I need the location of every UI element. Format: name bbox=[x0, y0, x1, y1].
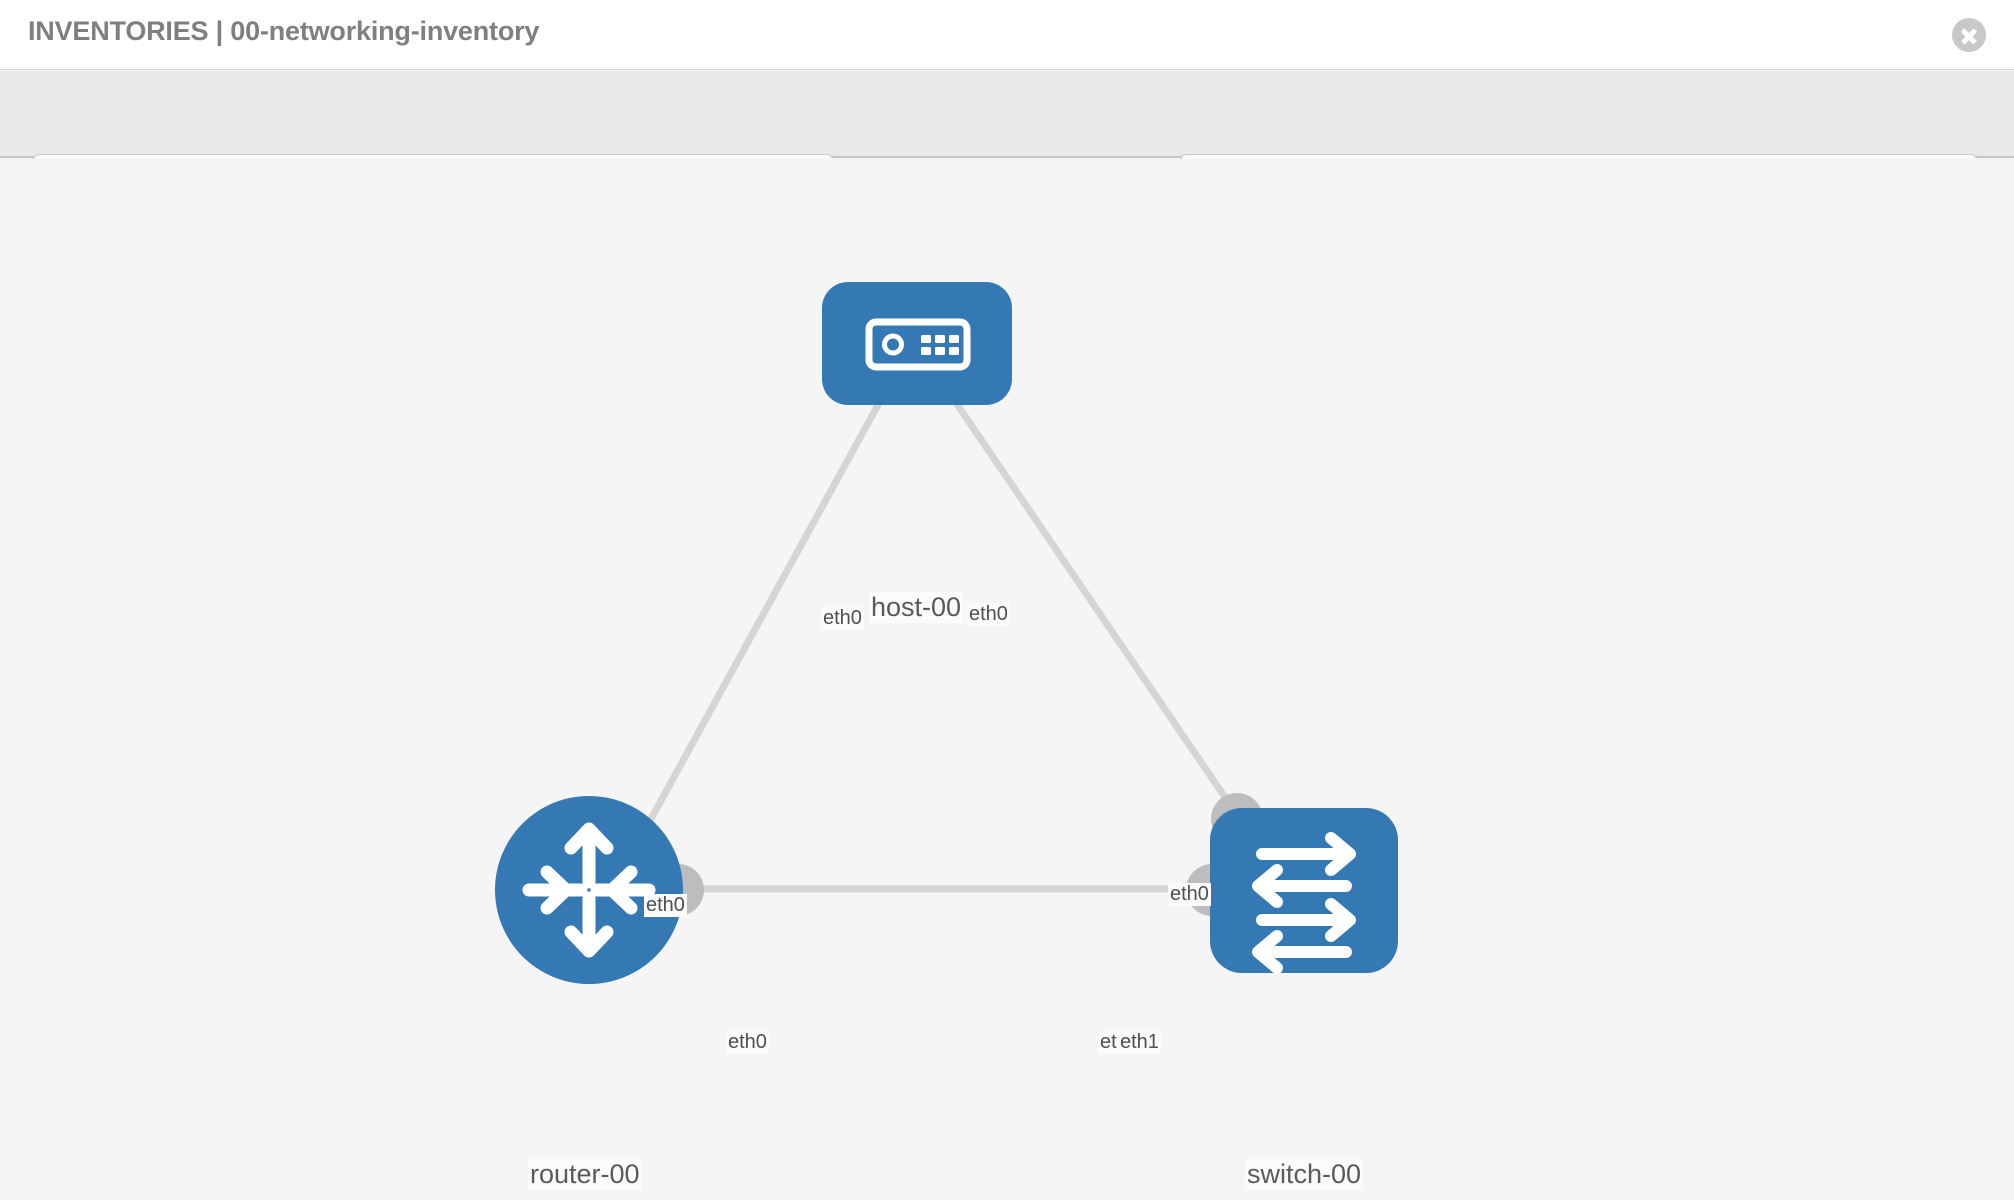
interface-label-host-right: eth0 bbox=[967, 603, 1010, 626]
page-header: INVENTORIES | 00-networking-inventory bbox=[0, 0, 2014, 70]
link-host-switch[interactable] bbox=[947, 392, 1251, 833]
node-switch-00[interactable] bbox=[1210, 808, 1398, 974]
link-host-router[interactable] bbox=[636, 392, 888, 841]
interface-label-switch-up: eth0 bbox=[1168, 883, 1211, 906]
interface-label-host-left: eth0 bbox=[821, 607, 864, 630]
node-label-router-00: router-00 bbox=[528, 1159, 642, 1190]
interface-label-switch-left: eth1 bbox=[1118, 1031, 1161, 1054]
node-host-00[interactable] bbox=[822, 282, 1012, 405]
topology-graph bbox=[495, 282, 1398, 984]
page-title: INVENTORIES | 00-networking-inventory bbox=[28, 16, 540, 46]
topology-canvas[interactable]: host-00 router-00 switch-00 eth0 eth0 et… bbox=[0, 159, 2014, 1200]
node-label-host-00: host-00 bbox=[869, 592, 964, 623]
interface-label-router-right: eth0 bbox=[726, 1031, 769, 1054]
close-icon[interactable] bbox=[1952, 18, 1986, 52]
node-label-switch-00: switch-00 bbox=[1245, 1159, 1364, 1190]
toolbar: ACTIONS SEARCH bbox=[0, 71, 2014, 203]
interface-label-router-up: eth0 bbox=[644, 894, 687, 917]
node-router-00[interactable] bbox=[495, 796, 683, 984]
